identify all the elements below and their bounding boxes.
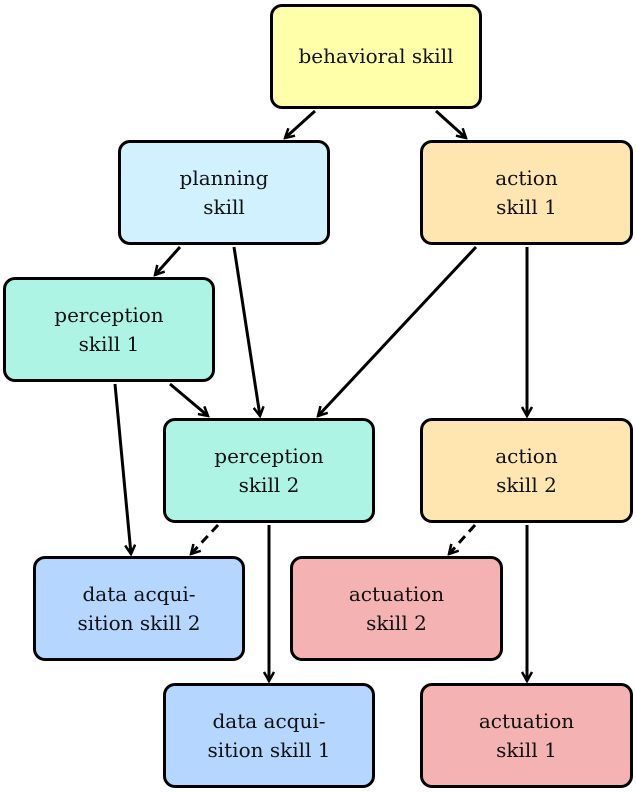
edge-action-skill-2-to-actuation-skill-2	[449, 523, 477, 554]
edge-perception-skill-2-to-data-acquisition-skill-2	[191, 523, 220, 554]
edge-perception-skill-1-to-perception-skill-2	[169, 382, 208, 416]
perception-skill-2-node: perception skill 2	[163, 418, 375, 523]
actuation-skill-1-node: actuation skill 1	[420, 683, 633, 788]
edge-behavioral-skill-to-action-skill-1	[434, 109, 466, 138]
actuation-skill-2-node: actuation skill 2	[290, 556, 503, 661]
behavioral-skill-node: behavioral skill	[270, 4, 482, 109]
planning-skill-node: planning skill	[118, 140, 330, 245]
perception-skill-1-node: perception skill 1	[3, 277, 215, 382]
edge-planning-skill-to-perception-skill-2	[232, 246, 260, 416]
data-acquisition-skill-2-node: data acqui- sition skill 2	[33, 556, 245, 661]
edge-behavioral-skill-to-planning-skill	[285, 109, 317, 138]
action-skill-1-node: action skill 1	[420, 140, 633, 245]
edge-perception-skill-1-to-data-acquisition-skill-2	[113, 383, 131, 554]
edge-planning-skill-to-perception-skill-1	[155, 246, 182, 275]
data-acquisition-skill-1-node: data acqui- sition skill 1	[163, 683, 375, 788]
action-skill-2-node: action skill 2	[420, 418, 633, 523]
edge-action-skill-1-to-perception-skill-2	[318, 245, 478, 416]
